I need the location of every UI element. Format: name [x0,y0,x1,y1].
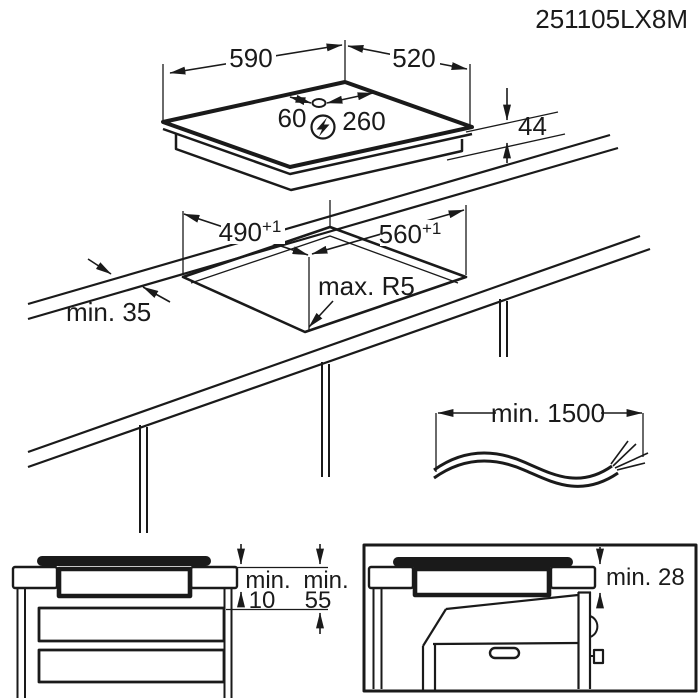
worktop-cutout [181,225,468,334]
built-in-oven [421,593,605,690]
worktop-clearance-value: 55 [305,587,332,614]
worktop-section-right [189,565,239,590]
cable-length-label: min. 1500 [491,398,605,428]
cable-offset-b-arrow [326,92,374,104]
hob-body-section [56,566,193,599]
drawer-front [37,648,226,684]
hob-figure: 590 520 60 260 44 [161,40,566,192]
oven-handle [488,646,521,660]
label-mask [390,45,440,70]
drawer-figure: min. 10 min. 55 [11,544,349,698]
label-mask [221,218,285,244]
cutout-figure: 490+1 560+1 min. 35 max. R5 [27,133,619,334]
cutout-depth-value: 490 [219,217,262,247]
power-connection-icon [310,114,336,140]
hob-clearance-min-label: min. [245,567,290,594]
part-number-text: 251105LX8M [535,4,688,34]
mains-cable [433,451,613,480]
hob-width-label: 590 [229,43,272,73]
cable-offset-a-arrow [289,94,312,106]
cable-figure: min. 1500 [433,398,649,488]
front-distance-arrow [87,258,112,275]
front-distance-arrow [142,286,171,303]
worktop-section-right [549,565,597,590]
figure-border [362,543,698,693]
hob-height-label: 44 [518,111,547,141]
worktop-front-line [27,247,651,469]
oven-clearance-label: min. 28 [606,564,685,591]
worktop-clearance-min-label: min. [303,567,348,594]
hob-body-section [412,566,552,598]
cutout-depth-tolerance: +1 [262,217,281,236]
cabinet-figure [27,234,651,533]
oven-cavity-panel [577,591,592,689]
cabinet-side-panel [372,588,383,689]
corner-radius-arrow [308,300,334,328]
cable-entry-point [311,98,327,108]
hob-depth-label: 520 [392,43,435,73]
cable-grommet [589,615,599,638]
label-mask [226,45,276,70]
hob-glass-edge [162,127,473,176]
cabinet-panel [139,425,148,533]
cable-wire-strands [610,440,649,471]
hob-body [174,134,464,192]
cable-offset-a-label: 60 [278,103,307,133]
hob-clearance-value: 10 [249,587,276,614]
cutout-width-value: 560 [379,219,422,249]
cabinet-panel [321,362,330,477]
cutout-width-tolerance: +1 [422,219,441,238]
cutout-width-label: 560+1 [379,219,442,249]
worktop-front-line [27,234,641,454]
part-number: 251105LX8M [535,4,688,34]
extension-line [465,111,559,133]
front-distance-label: min. 35 [66,297,151,327]
label-mask [380,220,444,246]
worktop-section-left [11,565,59,590]
drawer-front [37,606,226,643]
cutout-depth-label: 490+1 [219,217,282,247]
oven-knob [590,648,605,665]
hob-glass-section [393,557,573,567]
mains-cable [433,459,619,488]
cabinet-panel [499,299,508,357]
hob-glass-top [161,80,474,169]
worktop-section-left [367,565,415,590]
extension-line [446,133,566,161]
corner-radius-label: max. R5 [318,271,415,301]
cable-offset-b-label: 260 [342,106,385,136]
hob-glass-section [37,556,211,566]
oven-figure: min. 28 [362,543,698,693]
